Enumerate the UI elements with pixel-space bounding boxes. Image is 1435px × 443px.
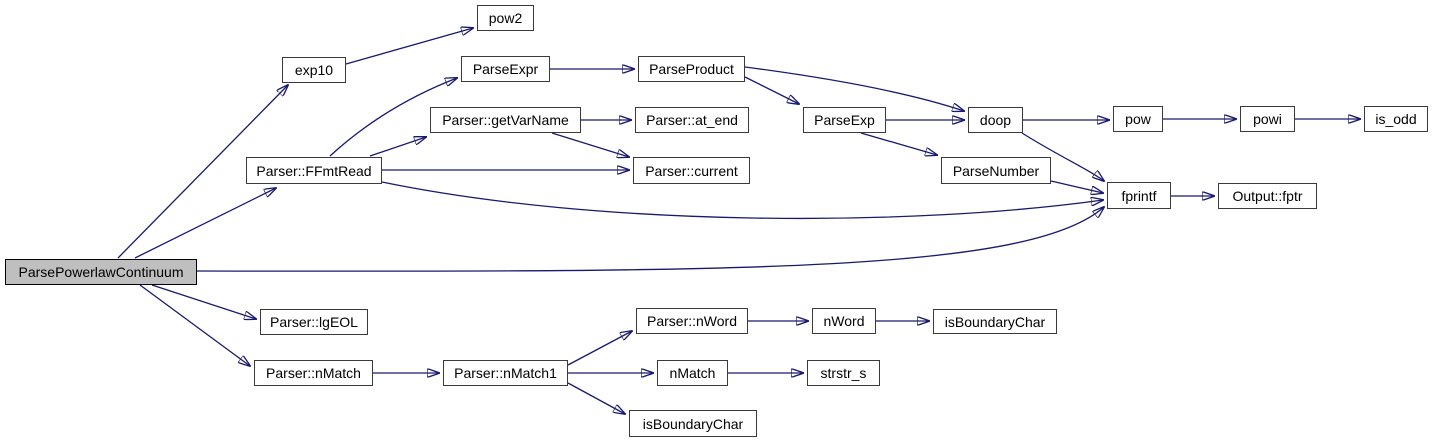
node-is-odd[interactable]: is_odd xyxy=(1364,106,1428,132)
node-output-fptr[interactable]: Output::fptr xyxy=(1218,183,1317,209)
node-label: ParseNumber xyxy=(952,162,1040,179)
node-label: isBoundaryChar xyxy=(944,313,1046,330)
node-label: fprintf xyxy=(1121,187,1157,204)
node-exp10[interactable]: exp10 xyxy=(282,57,346,83)
edge-parse-exp-to-parse-number xyxy=(860,132,937,155)
node-label: ParseExp xyxy=(814,112,875,128)
node-parser-ffmt-read[interactable]: Parser::FFmtRead xyxy=(246,157,382,184)
node-label: powi xyxy=(1253,111,1282,127)
node-n-word[interactable]: nWord xyxy=(812,308,876,334)
node-parser-current[interactable]: Parser::current xyxy=(633,157,750,184)
node-parser-n-match[interactable]: Parser::nMatch xyxy=(254,360,373,386)
node-parser-n-match1[interactable]: Parser::nMatch1 xyxy=(443,360,568,386)
edge-parser-ffmt-read-to-fprintf xyxy=(381,181,1103,220)
node-fprintf[interactable]: fprintf xyxy=(1107,182,1171,209)
node-label: nWord xyxy=(823,313,865,329)
node-label: doop xyxy=(979,112,1012,128)
edge-parse-powerlaw-continuum-to-fprintf xyxy=(196,207,1104,272)
node-label: is_odd xyxy=(1375,111,1417,127)
node-label: Parser::getVarName xyxy=(442,112,569,128)
node-parser-n-word[interactable]: Parser::nWord xyxy=(636,308,748,334)
node-label: strstr_s xyxy=(820,365,867,381)
node-parse-exp[interactable]: ParseExp xyxy=(803,107,886,133)
node-is-boundary-char-2[interactable]: isBoundaryChar xyxy=(629,410,757,437)
node-label: Parser::current xyxy=(645,162,738,179)
node-label: ParsePowerlawContinuum xyxy=(18,264,184,280)
edge-parse-product-to-doop xyxy=(744,66,964,111)
edge-parse-powerlaw-continuum-to-parser-ffmt-read xyxy=(134,188,276,259)
node-label: Parser::lgEOL xyxy=(270,314,358,330)
node-is-boundary-char-1[interactable]: isBoundaryChar xyxy=(933,309,1057,334)
edge-exp10-to-pow2 xyxy=(345,28,473,65)
node-label: ParseProduct xyxy=(649,61,734,77)
edge-parser-ffmt-read-to-parser-get-var-name xyxy=(369,137,426,157)
edge-parser-ffmt-read-to-parse-expr xyxy=(329,78,457,157)
edge-parse-powerlaw-continuum-to-parser-lg-eol xyxy=(151,284,256,319)
node-powi[interactable]: powi xyxy=(1240,106,1295,132)
edge-parse-product-to-parse-exp xyxy=(744,76,799,104)
edge-parse-powerlaw-continuum-to-exp10 xyxy=(117,85,288,259)
node-label: Parser::at_end xyxy=(646,112,738,128)
node-label: Parser::nWord xyxy=(647,313,737,329)
node-label: nMatch xyxy=(669,365,716,381)
node-n-match[interactable]: nMatch xyxy=(657,360,728,386)
node-parser-at-end[interactable]: Parser::at_end xyxy=(635,107,749,133)
node-pow2[interactable]: pow2 xyxy=(477,5,534,31)
node-parse-number[interactable]: ParseNumber xyxy=(941,157,1051,184)
node-doop[interactable]: doop xyxy=(968,107,1023,133)
node-parse-expr[interactable]: ParseExpr xyxy=(461,56,550,82)
edge-parse-number-to-fprintf xyxy=(1050,180,1103,193)
edge-parser-get-var-name-to-parser-current xyxy=(551,132,629,157)
node-pow[interactable]: pow xyxy=(1113,106,1163,132)
node-label: exp10 xyxy=(294,62,334,78)
node-label: Parser::nMatch1 xyxy=(454,365,557,381)
node-parse-powerlaw-continuum[interactable]: ParsePowerlawContinuum xyxy=(5,259,197,285)
node-label: Parser::nMatch xyxy=(266,365,361,381)
node-label: isBoundaryChar xyxy=(642,415,744,432)
edge-parse-powerlaw-continuum-to-parser-n-match xyxy=(139,284,250,366)
node-label: Output::fptr xyxy=(1232,188,1303,204)
node-label: Parser::FFmtRead xyxy=(256,162,372,179)
node-parse-product[interactable]: ParseProduct xyxy=(638,56,745,82)
edge-doop-to-fprintf xyxy=(1021,132,1104,181)
node-label: pow xyxy=(1125,111,1151,127)
node-parser-get-var-name[interactable]: Parser::getVarName xyxy=(430,107,581,133)
edge-parser-n-match1-to-parser-n-word xyxy=(567,331,632,366)
edge-parser-n-match1-to-is-boundary-char-2 xyxy=(567,382,625,414)
node-label: pow2 xyxy=(488,10,523,26)
node-label: ParseExpr xyxy=(472,61,539,77)
node-parser-lg-eol[interactable]: Parser::lgEOL xyxy=(260,309,368,335)
node-strstr-s[interactable]: strstr_s xyxy=(807,360,880,386)
